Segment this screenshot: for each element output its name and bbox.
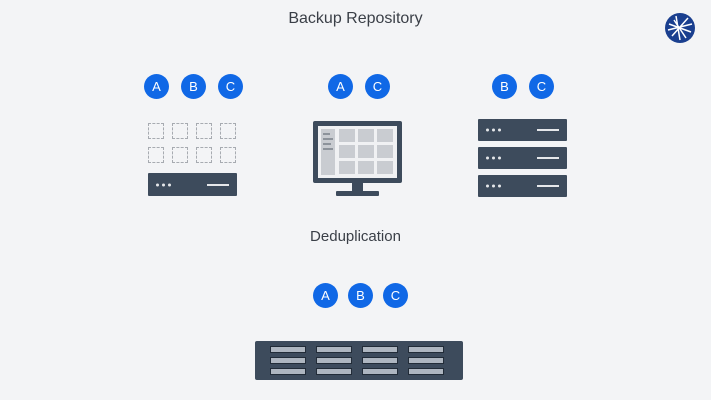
badge-a: A (328, 74, 353, 99)
badge-b: B (492, 74, 517, 99)
empty-slot (148, 123, 164, 139)
badge-a: A (144, 74, 169, 99)
badge-group-4: A B C (313, 283, 408, 308)
server-unit (478, 119, 567, 141)
badge-c: C (529, 74, 554, 99)
server-unit (478, 175, 567, 197)
badge-group-2: A C (328, 74, 390, 99)
empty-slot (172, 123, 188, 139)
empty-slot (220, 147, 236, 163)
badge-c: C (383, 283, 408, 308)
empty-slot (220, 123, 236, 139)
server-unit (148, 173, 237, 196)
empty-slot (148, 147, 164, 163)
diagram-title: Backup Repository (288, 10, 423, 27)
badge-group-3: B C (492, 74, 554, 99)
empty-slot (172, 147, 188, 163)
monitor-neck (352, 183, 363, 191)
badge-b: B (348, 283, 373, 308)
badge-b: B (181, 74, 206, 99)
globe-logo-icon (665, 13, 695, 43)
nas-rack-icon (255, 341, 463, 380)
empty-slot (196, 123, 212, 139)
badge-c: C (218, 74, 243, 99)
badge-a: A (313, 283, 338, 308)
empty-slot (196, 147, 212, 163)
badge-c: C (365, 74, 390, 99)
badge-group-1: A B C (144, 74, 243, 99)
monitor-icon (313, 121, 402, 183)
monitor-stand (336, 191, 379, 196)
empty-storage-slots (148, 123, 236, 163)
server-unit (478, 147, 567, 169)
deduplication-label: Deduplication (310, 228, 401, 245)
